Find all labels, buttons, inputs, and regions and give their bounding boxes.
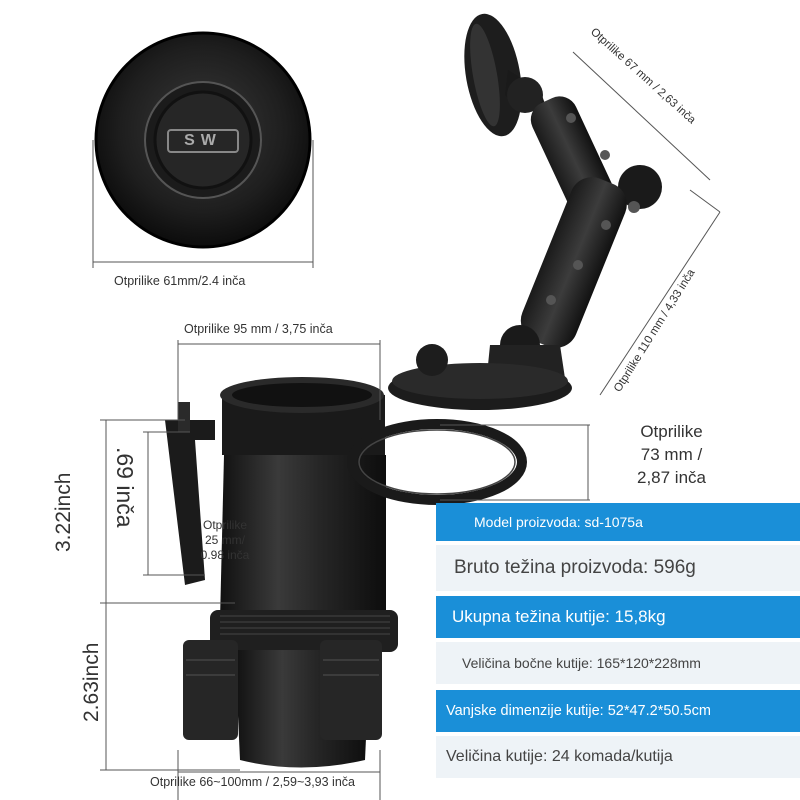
disc-dimension-lines — [92, 140, 314, 268]
spec-box-quantity-text: Veličina kutije: 24 komada/kutija — [446, 748, 673, 765]
slot-width-line-1: Otprilike — [202, 518, 247, 532]
arm-dimension-lines — [572, 51, 721, 396]
slot-width-label: Otprilike 25 mm/ 0.98 inča — [190, 518, 260, 563]
spec-box-weight-text: Ukupna težina kutije: 15,8kg — [452, 607, 666, 626]
ring-line-1: Otprilike — [640, 422, 703, 441]
spec-side-box: Veličina bočne kutije: 165*120*228mm — [436, 642, 800, 684]
base-width-label: Otprilike 66~100mm / 2,59~3,93 inča — [150, 775, 355, 789]
slot-height-label: .69 inča — [112, 447, 138, 528]
spec-gross-weight-text: Bruto težina proizvoda: 596g — [454, 557, 696, 578]
spec-side-box-text: Veličina bočne kutije: 165*120*228mm — [462, 655, 701, 671]
brand-logo: SW — [184, 132, 222, 149]
base-height-label: 2.63inch — [80, 642, 103, 722]
slot-width-line-2: 25 mm/ — [204, 533, 245, 547]
spec-model-text: Model proizvoda: sd-1075a — [474, 514, 643, 530]
magnet-diameter-label: Otprilike 61mm/2.4 inča — [114, 274, 246, 288]
spec-outer-box: Vanjske dimenzije kutije: 52*47.2*50.5cm — [436, 690, 800, 732]
cup-dimension-lines — [100, 340, 590, 800]
magnet-disc — [94, 31, 312, 249]
mount-arm — [388, 13, 662, 410]
ring-line-3: 2,87 inča — [637, 468, 706, 487]
ring-line-2: 73 mm / — [640, 445, 703, 464]
ring-diameter-label: Otprilike 73 mm / 2,87 inča — [614, 420, 729, 489]
spec-box-quantity: Veličina kutije: 24 komada/kutija — [436, 736, 800, 778]
cup-width-label: Otprilike 95 mm / 3,75 inča — [184, 322, 333, 336]
cup-holder-body — [165, 377, 527, 768]
spec-box-weight: Ukupna težina kutije: 15,8kg — [436, 596, 800, 638]
spec-gross-weight: Bruto težina proizvoda: 596g — [436, 545, 800, 591]
spec-model: Model proizvoda: sd-1075a — [436, 503, 800, 541]
slot-width-line-3: 0.98 inča — [200, 548, 250, 562]
spec-outer-box-text: Vanjske dimenzije kutije: 52*47.2*50.5cm — [446, 703, 711, 719]
cup-height-label: 3.22inch — [52, 472, 75, 552]
